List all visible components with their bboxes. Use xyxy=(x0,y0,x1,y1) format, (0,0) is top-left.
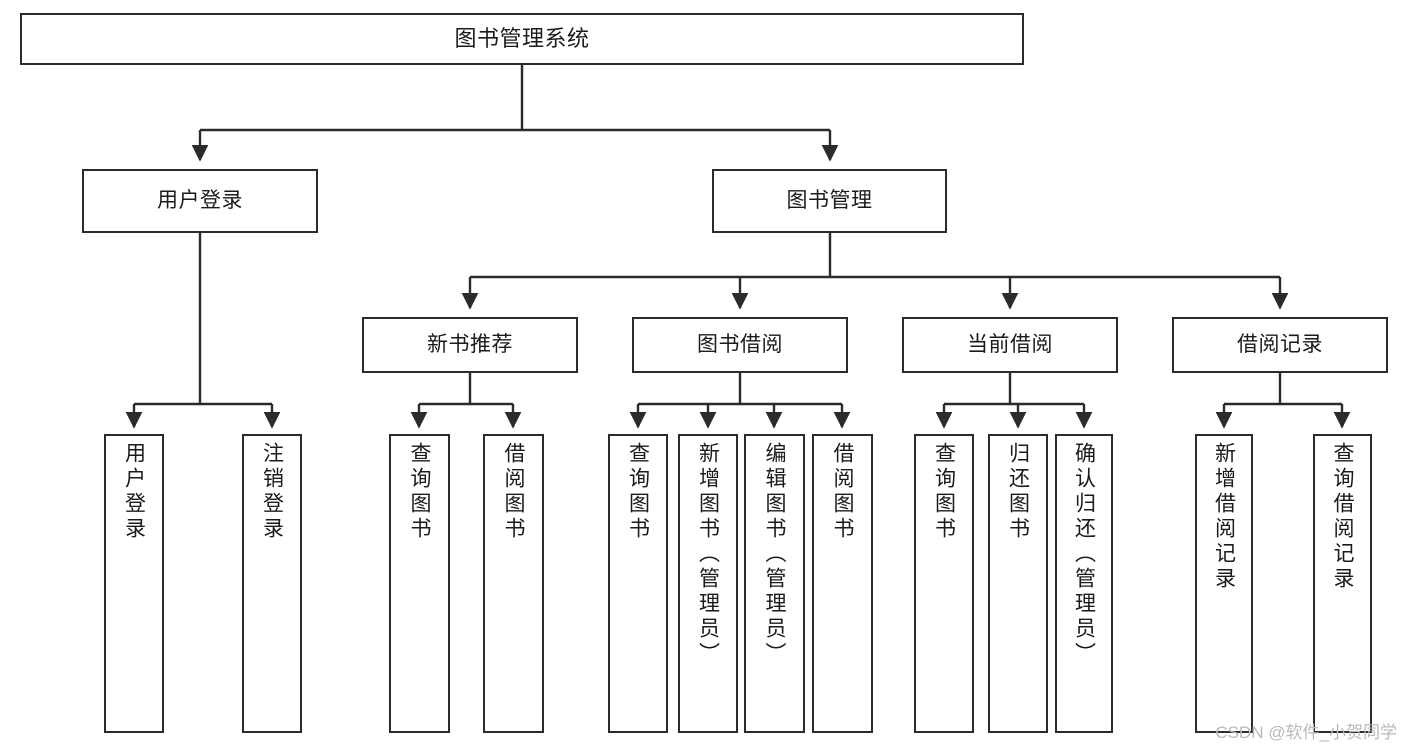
node-label: 编辑图书（管理员） xyxy=(763,442,786,667)
node-leaf-add-book[interactable]: 新增图书（管理员） xyxy=(678,434,738,733)
node-current-borrow[interactable]: 当前借阅 xyxy=(902,317,1118,373)
node-leaf-logout[interactable]: 注销登录 xyxy=(242,434,302,733)
node-label: 新增图书（管理员） xyxy=(696,442,720,667)
node-new-book-recommend[interactable]: 新书推荐 xyxy=(362,317,578,373)
node-label: 当前借阅 xyxy=(967,332,1053,356)
node-label: 注销登录 xyxy=(260,442,284,542)
node-leaf-edit-book[interactable]: 编辑图书（管理员） xyxy=(744,434,805,733)
node-leaf-borrow-book-2[interactable]: 借阅图书 xyxy=(812,434,873,733)
node-label: 查询图书 xyxy=(408,442,431,542)
node-label: 确认归还（管理员） xyxy=(1072,442,1096,667)
node-label: 图书管理系统 xyxy=(454,26,590,52)
node-label: 新书推荐 xyxy=(427,332,513,356)
csdn-watermark: CSDN @软件_小贺同学 xyxy=(1215,723,1397,742)
node-book-borrow[interactable]: 图书借阅 xyxy=(632,317,848,373)
node-label: 图书借阅 xyxy=(697,332,783,356)
node-leaf-confirm-return[interactable]: 确认归还（管理员） xyxy=(1055,434,1113,733)
node-label: 查询图书 xyxy=(932,442,956,542)
node-leaf-borrow-book-1[interactable]: 借阅图书 xyxy=(483,434,544,733)
node-label: 借阅记录 xyxy=(1237,332,1323,356)
node-leaf-return-book[interactable]: 归还图书 xyxy=(988,434,1048,733)
node-label: 归还图书 xyxy=(1006,442,1030,542)
node-leaf-user-login[interactable]: 用户登录 xyxy=(104,434,164,733)
node-book-manage[interactable]: 图书管理 xyxy=(712,169,947,233)
node-user-login[interactable]: 用户登录 xyxy=(82,169,318,233)
node-leaf-query-book-2[interactable]: 查询图书 xyxy=(608,434,668,733)
node-label: 图书管理 xyxy=(786,188,873,212)
node-label: 查询借阅记录 xyxy=(1331,442,1354,592)
node-leaf-add-record[interactable]: 新增借阅记录 xyxy=(1195,434,1253,733)
node-label: 新增借阅记录 xyxy=(1212,442,1236,592)
node-label: 借阅图书 xyxy=(502,442,525,542)
node-label: 借阅图书 xyxy=(831,442,854,542)
node-label: 用户登录 xyxy=(122,442,146,542)
node-label: 用户登录 xyxy=(157,188,243,212)
node-leaf-query-record[interactable]: 查询借阅记录 xyxy=(1313,434,1372,733)
node-leaf-query-book-3[interactable]: 查询图书 xyxy=(914,434,974,733)
node-label: 查询图书 xyxy=(626,442,650,542)
node-root-book-management-system[interactable]: 图书管理系统 xyxy=(20,13,1024,65)
node-leaf-query-book-1[interactable]: 查询图书 xyxy=(389,434,450,733)
node-borrow-record[interactable]: 借阅记录 xyxy=(1172,317,1388,373)
